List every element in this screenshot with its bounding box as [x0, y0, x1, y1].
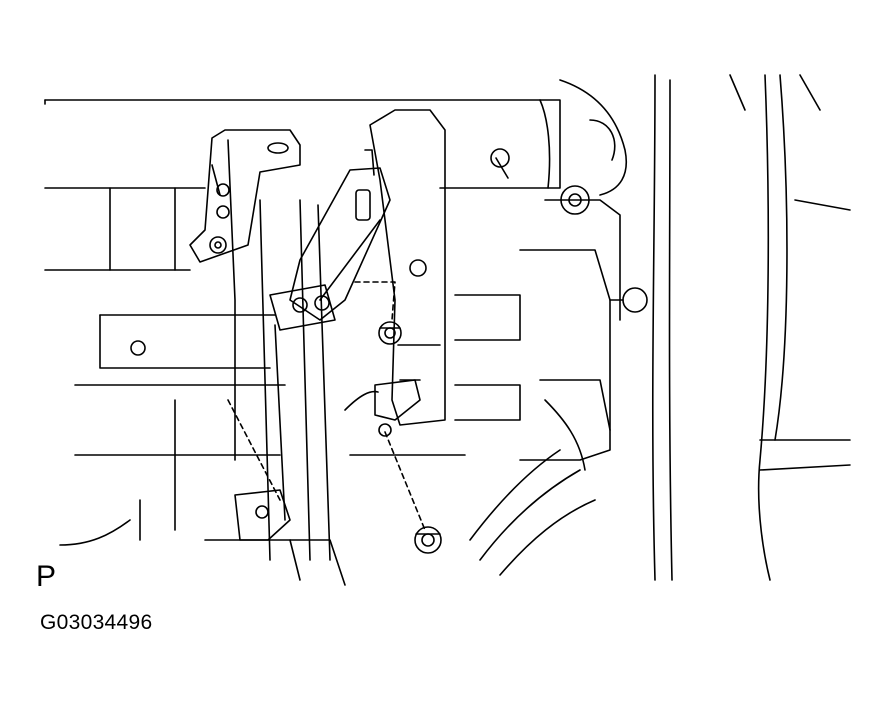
lower-bracket [204, 489, 346, 586]
vertical-rail [227, 199, 331, 561]
installation-guides [354, 281, 426, 531]
left-frame-lines [44, 187, 286, 546]
upper-cross-member [44, 99, 561, 189]
wiring-harness [349, 379, 611, 576]
engine-block [454, 79, 648, 461]
right-body-panel [651, 74, 851, 581]
harness-clamp [344, 379, 421, 437]
center-upright-bracket [369, 109, 446, 426]
left-bracket [189, 129, 301, 461]
slanted-bracket [269, 149, 391, 331]
view-label: P [36, 560, 57, 593]
bolt-lower [414, 526, 442, 554]
bolt-upper [378, 321, 402, 345]
figure-code: G03034496 [40, 611, 153, 634]
